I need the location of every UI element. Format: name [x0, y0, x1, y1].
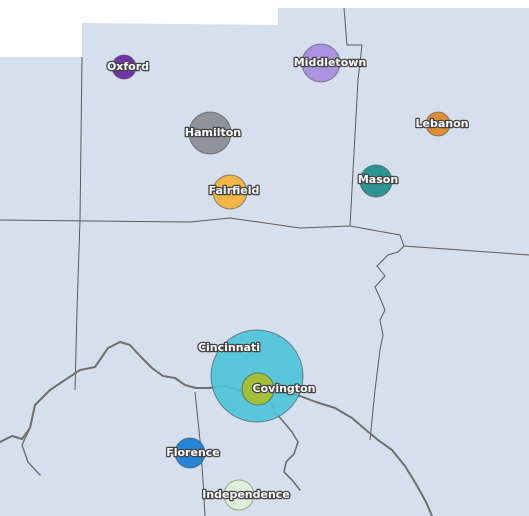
middletown-marker[interactable] — [301, 43, 341, 83]
covington-marker[interactable] — [241, 372, 275, 406]
oxford-label: Oxford — [107, 60, 149, 73]
independence-marker[interactable] — [223, 479, 255, 511]
hamilton-marker[interactable] — [188, 111, 232, 155]
river — [0, 341, 433, 516]
county-boundary — [343, 7, 529, 256]
mason-marker[interactable] — [359, 164, 393, 198]
independence-label: Independence — [202, 488, 290, 501]
county-boundary — [369, 245, 405, 441]
hamilton-label: Hamilton — [185, 126, 241, 139]
oxford-marker[interactable] — [111, 54, 137, 80]
lebanon-marker[interactable] — [425, 111, 451, 137]
mason-label: Mason — [358, 173, 398, 186]
county-boundary — [0, 217, 351, 229]
cincinnati-label: Cincinnati — [198, 341, 260, 354]
florence-marker[interactable] — [174, 437, 206, 469]
middletown-label: Middletown — [294, 56, 367, 69]
covington-label: Covington — [253, 382, 316, 395]
fairfield-marker[interactable] — [212, 174, 248, 210]
county-boundary — [74, 56, 83, 391]
fairfield-label: Fairfield — [209, 184, 260, 197]
city-labels: Oxford MiddletownLebanonHamiltonFairfield… — [106, 55, 470, 503]
florence-label: Florence — [166, 446, 220, 459]
lebanon-label: Lebanon — [416, 117, 469, 130]
tributary — [21, 427, 41, 476]
city-markers — [111, 43, 451, 511]
land-area — [0, 8, 529, 516]
